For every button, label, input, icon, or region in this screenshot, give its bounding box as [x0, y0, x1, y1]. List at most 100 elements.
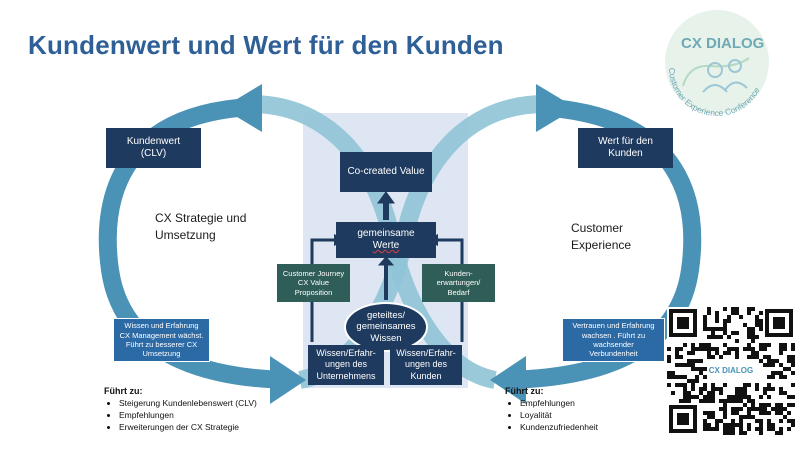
- qr-module: [791, 347, 795, 351]
- qr-module: [751, 351, 755, 355]
- qr-module: [691, 367, 695, 371]
- qr-module: [783, 367, 787, 371]
- qr-module: [767, 355, 771, 359]
- qr-module: [703, 387, 707, 391]
- qr-module: [771, 375, 775, 379]
- qr-module: [723, 323, 727, 327]
- qr-module: [735, 351, 739, 355]
- list-item: Empfehlungen: [520, 398, 665, 410]
- qr-module: [719, 327, 723, 331]
- qr-module: [747, 415, 751, 419]
- qr-module: [779, 347, 783, 351]
- qr-module: [711, 387, 715, 391]
- qr-module: [711, 395, 715, 399]
- qr-module: [731, 427, 735, 431]
- qr-module: [711, 411, 715, 415]
- qr-module: [735, 391, 739, 395]
- qr-module: [687, 359, 691, 363]
- qr-module: [747, 347, 751, 351]
- list-item: Empfehlungen: [119, 410, 304, 422]
- qr-module: [735, 339, 739, 343]
- qr-module: [707, 415, 711, 419]
- qr-module: [687, 351, 691, 355]
- qr-module: [759, 403, 763, 407]
- qr-module: [739, 315, 743, 319]
- qr-module: [711, 347, 715, 351]
- qr-module: [679, 355, 683, 359]
- qr-module: [675, 383, 679, 387]
- qr-module: [759, 423, 763, 427]
- qr-module: [791, 363, 795, 367]
- arrowhead-right-bottom: [490, 356, 526, 404]
- qr-module: [779, 411, 783, 415]
- qr-module: [739, 391, 743, 395]
- qr-module: [703, 375, 707, 379]
- qr-module: [715, 311, 719, 315]
- qr-module: [787, 403, 791, 407]
- qr-module: [779, 391, 783, 395]
- qr-module: [715, 427, 719, 431]
- qr-module: [787, 395, 791, 399]
- qr-module: [779, 387, 783, 391]
- qr-module: [751, 331, 755, 335]
- qr-module: [767, 403, 771, 407]
- qr-module: [723, 399, 727, 403]
- qr-module: [731, 423, 735, 427]
- cx-dialog-logo: CX DIALOG Customer Experience Conference: [665, 10, 769, 116]
- qr-module: [719, 391, 723, 395]
- qr-module: [739, 431, 743, 435]
- qr-module: [743, 403, 747, 407]
- qr-module: [759, 419, 763, 423]
- qr-module: [679, 347, 683, 351]
- qr-module: [723, 423, 727, 427]
- qr-module: [759, 395, 763, 399]
- qr-module: [711, 391, 715, 395]
- qr-module: [723, 327, 727, 331]
- qr-module: [755, 315, 759, 319]
- qr-module: [787, 367, 791, 371]
- left-result-list: Führt zu: Steigerung Kundenlebenswert (C…: [104, 386, 304, 434]
- qr-module: [779, 407, 783, 411]
- qr-code: CX DIALOG: [667, 307, 795, 435]
- qr-module: [791, 403, 795, 407]
- qr-module: [735, 411, 739, 415]
- qr-module: [723, 307, 727, 311]
- arrowhead-left-bottom: [270, 356, 306, 404]
- qr-module: [703, 315, 707, 319]
- qr-module: [783, 343, 787, 347]
- qr-module: [671, 371, 675, 375]
- qr-module: [751, 415, 755, 419]
- qr-module: [751, 307, 755, 311]
- qr-module: [739, 419, 743, 423]
- qr-module: [707, 347, 711, 351]
- qr-module: [715, 335, 719, 339]
- qr-module: [731, 431, 735, 435]
- qr-module: [779, 419, 783, 423]
- qr-module: [751, 407, 755, 411]
- qr-module: [787, 419, 791, 423]
- qr-module: [711, 383, 715, 387]
- qr-module: [731, 395, 735, 399]
- qr-module: [723, 403, 727, 407]
- qr-module: [743, 387, 747, 391]
- qr-module: [711, 331, 715, 335]
- qr-module: [775, 371, 779, 375]
- vertrauen-erfahrung-box: Vertrauen und Erfahrung wachsen . Führt …: [562, 318, 665, 362]
- qr-module: [787, 427, 791, 431]
- qr-module: [763, 355, 767, 359]
- qr-module: [715, 423, 719, 427]
- qr-module: [787, 411, 791, 415]
- qr-module: [783, 407, 787, 411]
- qr-module: [667, 371, 671, 375]
- qr-module: [763, 403, 767, 407]
- qr-module: [791, 419, 795, 423]
- qr-module: [783, 375, 787, 379]
- qr-module: [715, 327, 719, 331]
- qr-module: [723, 343, 727, 347]
- qr-module: [771, 387, 775, 391]
- qr-module: [791, 383, 795, 387]
- qr-module: [695, 347, 699, 351]
- qr-module: [711, 335, 715, 339]
- qr-module: [691, 387, 695, 391]
- qr-module: [735, 407, 739, 411]
